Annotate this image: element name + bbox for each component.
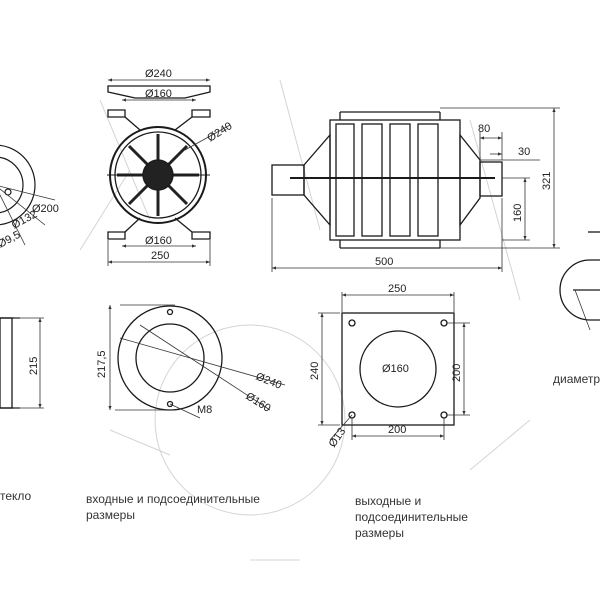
dim-front-w250: 250	[151, 250, 169, 262]
dim-inlet-h217-5: 217,5	[96, 350, 108, 378]
left-circle-view	[0, 144, 56, 246]
left-section-dim	[14, 317, 44, 409]
dim-side-w80: 80	[478, 123, 490, 135]
dim-outlet-h200: 200	[451, 364, 463, 382]
dim-front-d240-top: Ø240	[145, 68, 172, 80]
dim-side-h160: 160	[512, 204, 524, 222]
dim-inlet-d160: Ø160	[243, 390, 272, 414]
right-partial-view	[559, 231, 600, 331]
left-section-view	[0, 317, 20, 409]
caption-inlet: входные и подсоединительные размеры	[86, 492, 260, 522]
dim-side-h321: 321	[541, 172, 553, 190]
caption-glass-fragment: текло	[0, 489, 32, 503]
dim-front-d160-bottom: Ø160	[145, 235, 172, 247]
dim-left-d9-5: Ø9,5	[0, 229, 22, 251]
watermark	[79, 79, 531, 561]
front-dimensions	[107, 78, 231, 266]
dim-front-d240-diag: Ø240	[205, 120, 234, 144]
dim-outlet-d13: Ø13	[327, 426, 349, 450]
dim-outlet-w200: 200	[388, 424, 406, 436]
dim-outlet-h240: 240	[309, 362, 321, 380]
side-view	[271, 111, 503, 249]
inlet-dims	[108, 304, 286, 419]
outlet-dims	[318, 292, 470, 441]
inlet-flange	[117, 305, 223, 411]
dim-front-d160-top: Ø160	[145, 88, 172, 100]
caption-outlet: выходные и подсоединительные размеры	[355, 494, 468, 540]
dim-left-d200: Ø200	[32, 203, 59, 215]
dim-inlet-d240: Ø240	[254, 371, 283, 392]
dim-side-w30: 30	[518, 146, 530, 158]
side-dimensions	[271, 107, 560, 272]
dim-side-w500: 500	[375, 256, 393, 268]
caption-diameter-fragment: диаметр	[553, 372, 600, 386]
dim-left-h215: 215	[28, 357, 40, 375]
dim-outlet-d160: Ø160	[382, 363, 409, 375]
dim-outlet-w250: 250	[388, 283, 406, 295]
front-view	[107, 85, 211, 240]
dim-inlet-m8: M8	[197, 404, 212, 416]
